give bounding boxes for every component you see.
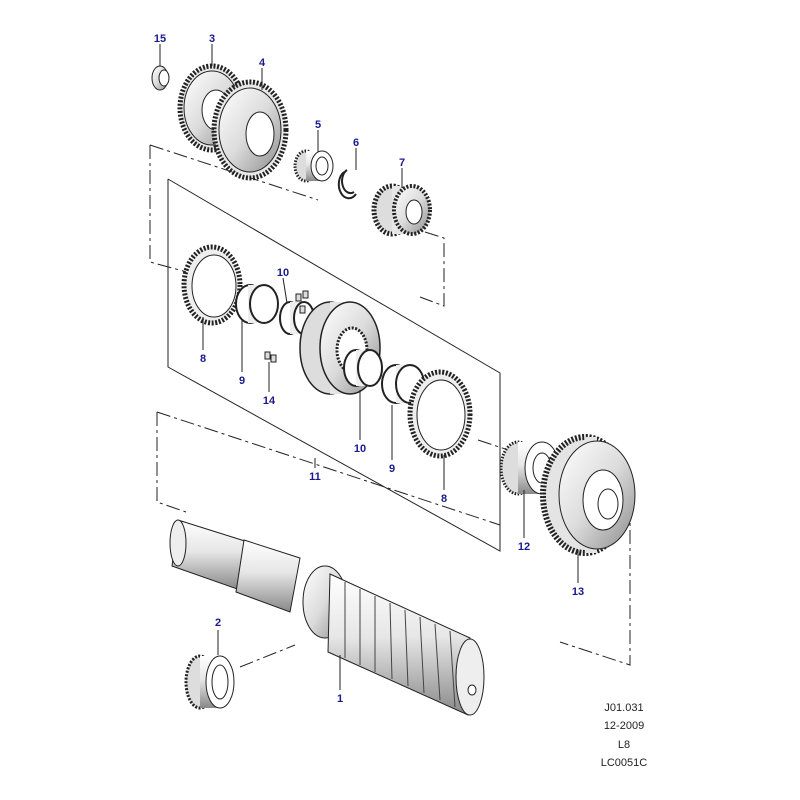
callout-9-upper: 9 — [239, 375, 245, 387]
reference-sheet: LC0051C — [600, 757, 648, 769]
callout-7: 7 — [399, 157, 405, 169]
part-4-gear — [211, 79, 289, 181]
callout-numbers: 15 3 4 5 6 7 10 8 9 14 10 9 11 8 12 13 2… — [154, 33, 584, 705]
callout-3: 3 — [209, 33, 215, 45]
callout-12: 12 — [518, 541, 530, 553]
part-10-cone-lower — [343, 349, 383, 387]
callout-2: 2 — [215, 617, 221, 629]
part-15-washer — [151, 65, 170, 91]
callout-14: 14 — [263, 395, 276, 407]
callout-leaders — [159, 44, 579, 690]
part-9-ring-upper — [235, 284, 279, 324]
callout-13: 13 — [572, 586, 584, 598]
callout-5: 5 — [315, 119, 321, 131]
reference-date: 12-2009 — [603, 720, 645, 732]
part-14-struts — [264, 290, 309, 363]
part-5-needle-bearing — [293, 149, 334, 183]
callout-15: 15 — [154, 33, 166, 45]
reference-model: L8 — [617, 739, 631, 751]
callout-10-lower: 10 — [354, 443, 366, 455]
callout-11: 11 — [309, 471, 321, 483]
part-1-mainshaft — [169, 519, 485, 716]
part-10-cone-upper — [279, 301, 315, 335]
callout-8-lower: 8 — [441, 493, 447, 505]
callout-6: 6 — [353, 137, 359, 149]
callout-4: 4 — [259, 57, 266, 69]
part-6-circlip — [337, 169, 357, 200]
part-13-gear — [540, 434, 636, 556]
sub-assembly-frame — [167, 178, 501, 552]
part-2-bearing — [184, 654, 235, 710]
callout-1: 1 — [337, 693, 343, 705]
callout-10-upper: 10 — [277, 267, 289, 279]
callout-9-lower: 9 — [389, 463, 395, 475]
part-8-ring-lower — [407, 369, 473, 459]
part-7-gear — [371, 183, 432, 237]
part-8-ring-upper — [181, 244, 243, 326]
reference-code: J01.031 — [604, 702, 644, 714]
callout-8-upper: 8 — [200, 353, 206, 365]
